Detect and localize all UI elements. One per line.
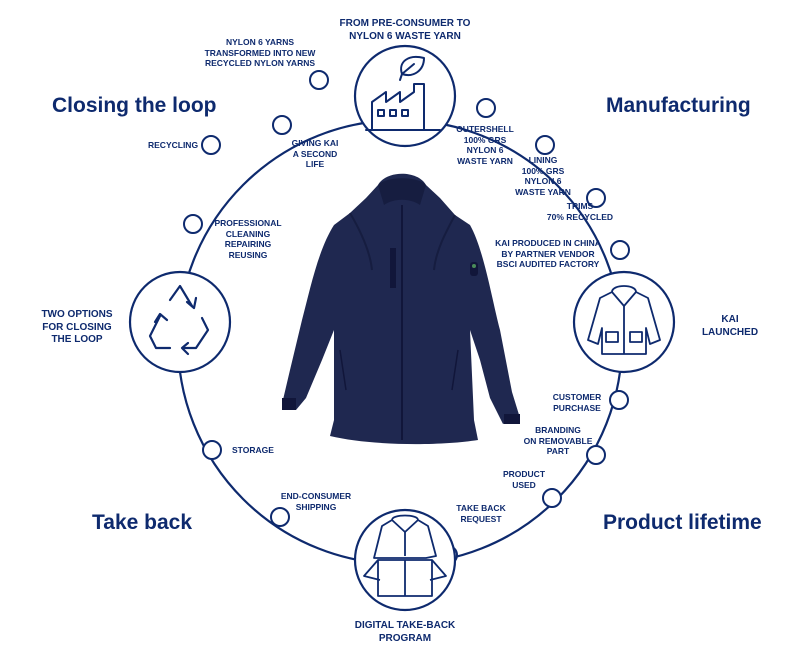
hub-label-top: FROM PRE-CONSUMER TO NYLON 6 WASTE YARN bbox=[339, 18, 471, 42]
node-end-consumer bbox=[270, 507, 290, 527]
step-label-lining: LINING 100% GRS NYLON 6 WASTE YARN bbox=[515, 155, 571, 197]
node-giving-kai bbox=[272, 115, 292, 135]
step-label-produced: KAI PRODUCED IN CHINA BY PARTNER VENDOR … bbox=[495, 238, 601, 269]
step-label-outershell: OUTERSHELL 100% GRS NYLON 6 WASTE YARN bbox=[456, 124, 514, 166]
step-label-giving-kai: GIVING KAI A SECOND LIFE bbox=[291, 138, 339, 169]
step-label-trims: TRIMS 70% RECYCLED bbox=[546, 201, 614, 222]
node-nylon-yarns bbox=[309, 70, 329, 90]
step-label-customer-purchase: CUSTOMER PURCHASE bbox=[552, 392, 602, 413]
step-label-nylon-yarns: NYLON 6 YARNS TRANSFORMED INTO NEW RECYC… bbox=[204, 37, 316, 68]
factory-leaf-icon bbox=[365, 56, 441, 131]
section-title-take-back: Take back bbox=[92, 511, 193, 534]
box-jacket-icon bbox=[363, 514, 447, 597]
node-produced bbox=[610, 240, 630, 260]
hub-top bbox=[353, 44, 457, 148]
node-branding bbox=[586, 445, 606, 465]
hub-label-bottom: DIGITAL TAKE-BACK PROGRAM bbox=[354, 620, 456, 644]
node-professional bbox=[183, 214, 203, 234]
section-title-closing-the-loop: Closing the loop bbox=[52, 94, 217, 117]
recycle-icon bbox=[148, 284, 210, 356]
node-recycling bbox=[201, 135, 221, 155]
node-storage bbox=[202, 440, 222, 460]
hub-label-left: TWO OPTIONS FOR CLOSING THE LOOP bbox=[41, 309, 113, 345]
step-label-storage: STORAGE bbox=[232, 445, 274, 455]
node-customer-purchase bbox=[609, 390, 629, 410]
navy-jacket-image bbox=[282, 173, 520, 445]
section-title-manufacturing: Manufacturing bbox=[606, 94, 751, 117]
jacket-outline-icon bbox=[587, 285, 661, 355]
node-product-used bbox=[542, 488, 562, 508]
step-label-end-consumer: END-CONSUMER SHIPPING bbox=[280, 491, 352, 512]
node-lining bbox=[535, 135, 555, 155]
node-outershell bbox=[476, 98, 496, 118]
section-title-product-lifetime: Product lifetime bbox=[603, 511, 762, 534]
step-label-professional: PROFESSIONAL CLEANING REPAIRING REUSING bbox=[214, 218, 282, 260]
step-label-take-back-request: TAKE BACK REQUEST bbox=[456, 503, 506, 524]
step-label-branding: BRANDING ON REMOVABLE PART bbox=[523, 425, 593, 456]
hub-label-right: KAI LAUNCHED bbox=[701, 314, 759, 338]
step-label-product-used: PRODUCT USED bbox=[502, 469, 546, 490]
step-label-recycling: RECYCLING bbox=[148, 140, 199, 150]
node-trims bbox=[586, 188, 606, 208]
